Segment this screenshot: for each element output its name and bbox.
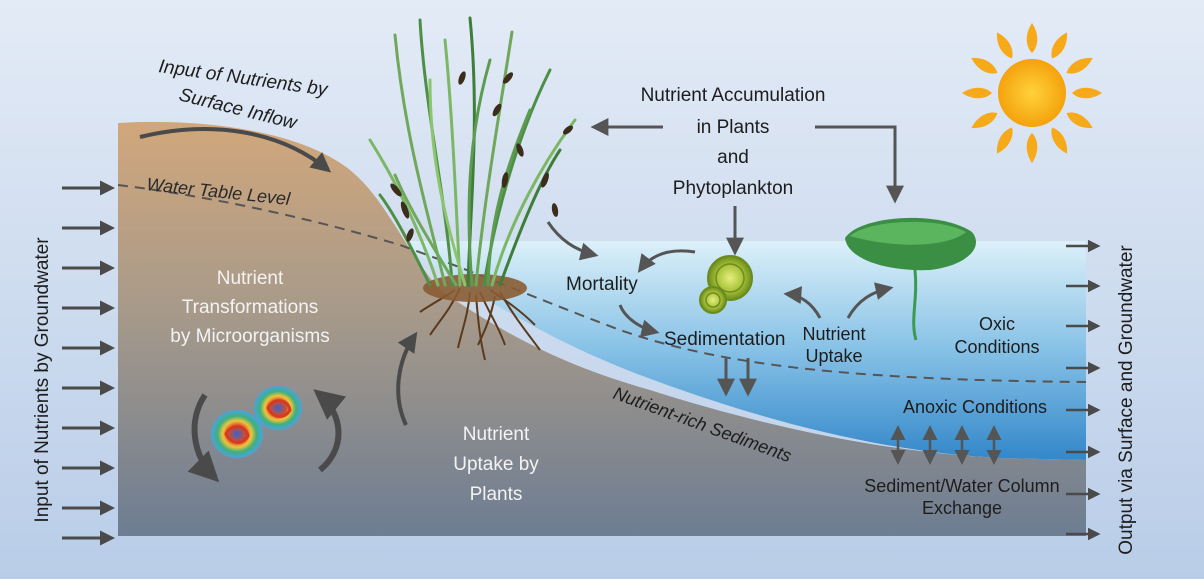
anoxic-label: Anoxic Conditions xyxy=(903,397,1047,417)
transformations-line2: Transformations xyxy=(182,297,319,318)
sedimentation-label: Sedimentation xyxy=(664,329,785,350)
nutrient-uptake-line1: Nutrient xyxy=(802,324,865,344)
accumulation-line2: in Plants xyxy=(697,117,770,138)
transformations-line3: by Microorganisms xyxy=(170,326,329,347)
accumulation-line1: Nutrient Accumulation xyxy=(641,85,826,106)
oxic-line1: Oxic xyxy=(979,314,1015,334)
exchange-line2: Exchange xyxy=(922,498,1002,518)
input-groundwater-label: Input of Nutrients by Groundwater xyxy=(32,237,53,523)
output-groundwater-label: Output via Surface and Groundwater xyxy=(1116,245,1137,555)
plant-uptake-line3: Plants xyxy=(470,484,523,505)
exchange-line1: Sediment/Water Column xyxy=(864,476,1059,496)
plant-uptake-line1: Nutrient xyxy=(463,424,530,445)
accumulation-line3: and xyxy=(717,147,749,168)
plant-uptake-line2: Uptake by xyxy=(453,454,539,475)
nutrient-uptake-line2: Uptake xyxy=(805,346,862,366)
oxic-line2: Conditions xyxy=(954,337,1039,357)
mortality-label: Mortality xyxy=(566,274,638,295)
accumulation-line4: Phytoplankton xyxy=(673,178,793,199)
transformations-line1: Nutrient xyxy=(217,268,284,289)
